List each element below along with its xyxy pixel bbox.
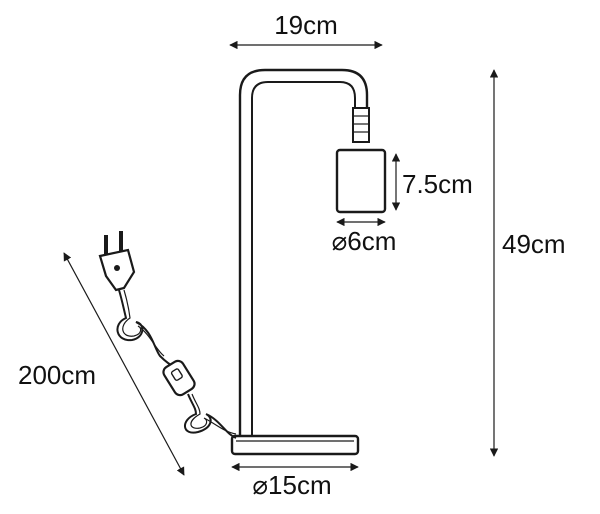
cable-length-arrow bbox=[63, 252, 185, 476]
plug-pin-right bbox=[119, 231, 123, 251]
dimension-lines bbox=[63, 40, 499, 476]
power-cable bbox=[98, 231, 237, 439]
lamp-stem-inner bbox=[251, 81, 356, 436]
width-top-label: 19cm bbox=[274, 10, 338, 40]
socket-connector bbox=[352, 107, 370, 143]
shade-height-label: 7.5cm bbox=[402, 169, 473, 199]
dimension-labels: 19cm 7.5cm ⌀6cm 49cm 200cm ⌀15cm bbox=[18, 10, 566, 500]
lamp-drawing bbox=[230, 68, 387, 456]
shade-diameter-label: ⌀6cm bbox=[332, 226, 397, 256]
base-diameter-label: ⌀15cm bbox=[252, 470, 331, 500]
lamp-stem-outer bbox=[238, 68, 369, 436]
total-height-label: 49cm bbox=[502, 229, 566, 259]
lamp-base bbox=[230, 434, 360, 456]
lamp-shade bbox=[335, 148, 387, 214]
plug-pin-left bbox=[104, 235, 108, 255]
cable-length-label: 200cm bbox=[18, 360, 96, 390]
